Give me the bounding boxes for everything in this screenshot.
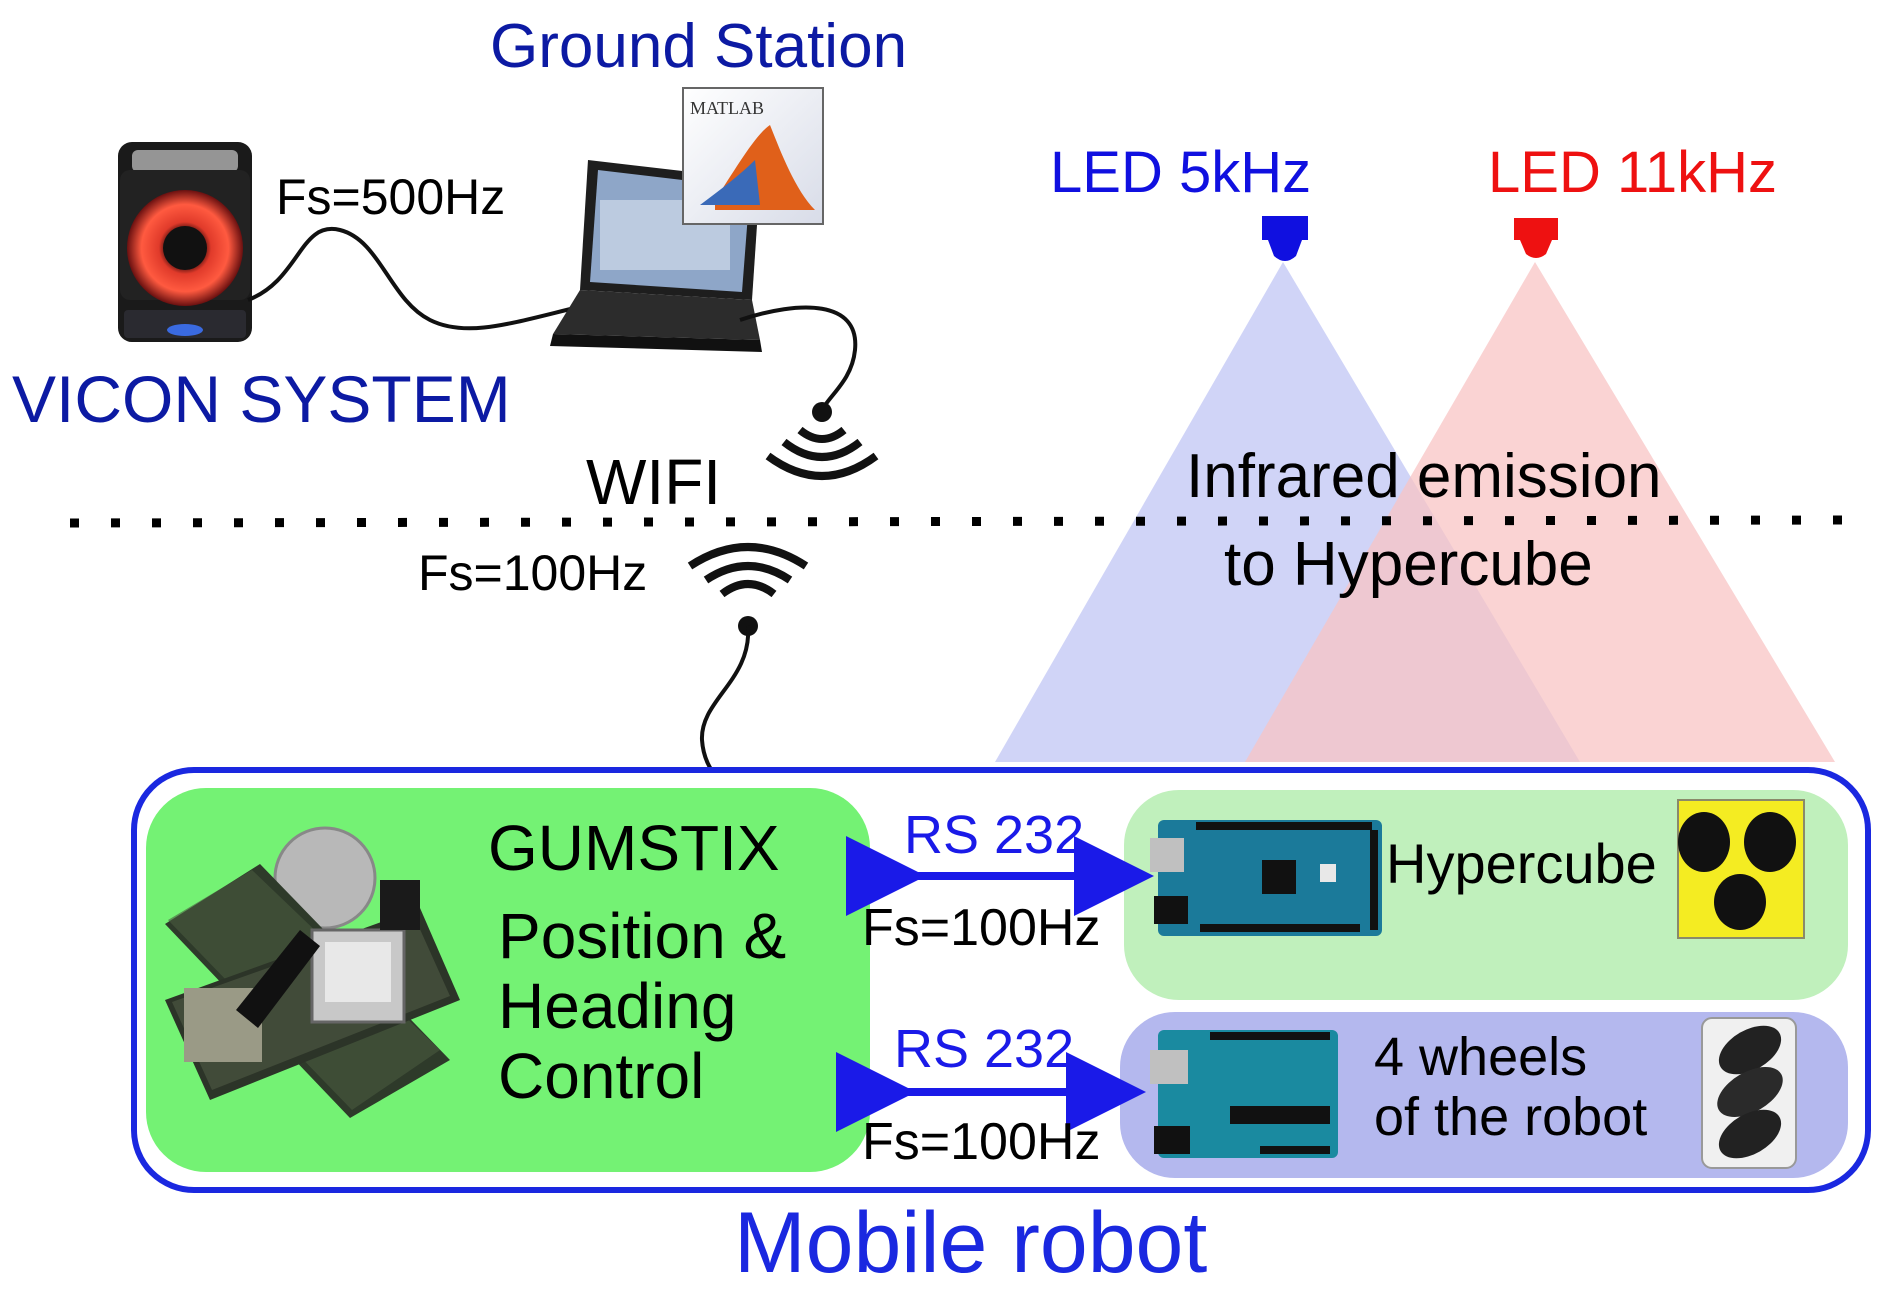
rs232-bottom-rate: Fs=100Hz	[862, 1113, 1101, 1171]
gumstix-title: GUMSTIX	[488, 812, 780, 884]
gumstix-line1: Position &	[498, 900, 787, 972]
mobile-robot-title: Mobile robot	[734, 1195, 1208, 1291]
laptop-wifi-cable	[739, 305, 858, 412]
red-led-cone	[1245, 262, 1835, 762]
wheels-label-line1: 4 wheels	[1374, 1027, 1588, 1087]
vicon-camera-icon	[118, 142, 252, 342]
mecanum-wheel-icon	[1701, 1017, 1797, 1169]
led-5khz-label: LED 5kHz	[1050, 140, 1312, 205]
gumstix-boards-icon	[165, 826, 460, 1118]
ground-station-title: Ground Station	[490, 12, 908, 81]
arduino-uno-icon	[1150, 1030, 1338, 1158]
matlab-box-icon: MATLAB	[682, 87, 824, 225]
wifi-receiver-icon	[687, 543, 809, 636]
wifi-label: WIFI	[586, 446, 722, 518]
gumstix-line3: Control	[498, 1040, 705, 1112]
infrared-label-line2: to Hypercube	[1224, 530, 1593, 599]
arduino-mega-icon	[1150, 820, 1382, 936]
wifi-emitter-top-icon	[765, 402, 879, 480]
infrared-cones	[995, 262, 1835, 762]
led-11khz-label: LED 11kHz	[1488, 140, 1778, 205]
vicon-system-title: VICON SYSTEM	[12, 362, 511, 436]
rs232-top-label: RS 232	[904, 805, 1085, 865]
led-11khz-icon	[1514, 218, 1558, 258]
wheels-label-line2: of the robot	[1374, 1087, 1648, 1147]
hypercube-target-icon	[1677, 799, 1805, 939]
rs232-top-rate: Fs=100Hz	[862, 899, 1101, 957]
separator-line	[69, 515, 1861, 528]
infrared-label-line1: Infrared emission	[1186, 442, 1662, 511]
vicon-cable	[247, 226, 601, 331]
led-5khz-icon	[1262, 216, 1308, 261]
matlab-box-label: MATLAB	[690, 98, 764, 118]
hypercube-label: Hypercube	[1386, 832, 1657, 895]
rs232-bottom-label: RS 232	[894, 1019, 1075, 1079]
vicon-rate-label: Fs=500Hz	[276, 169, 506, 225]
wifi-rate-label: Fs=100Hz	[418, 545, 648, 601]
laptop-icon	[550, 160, 762, 352]
gumstix-line2: Heading	[498, 970, 737, 1042]
